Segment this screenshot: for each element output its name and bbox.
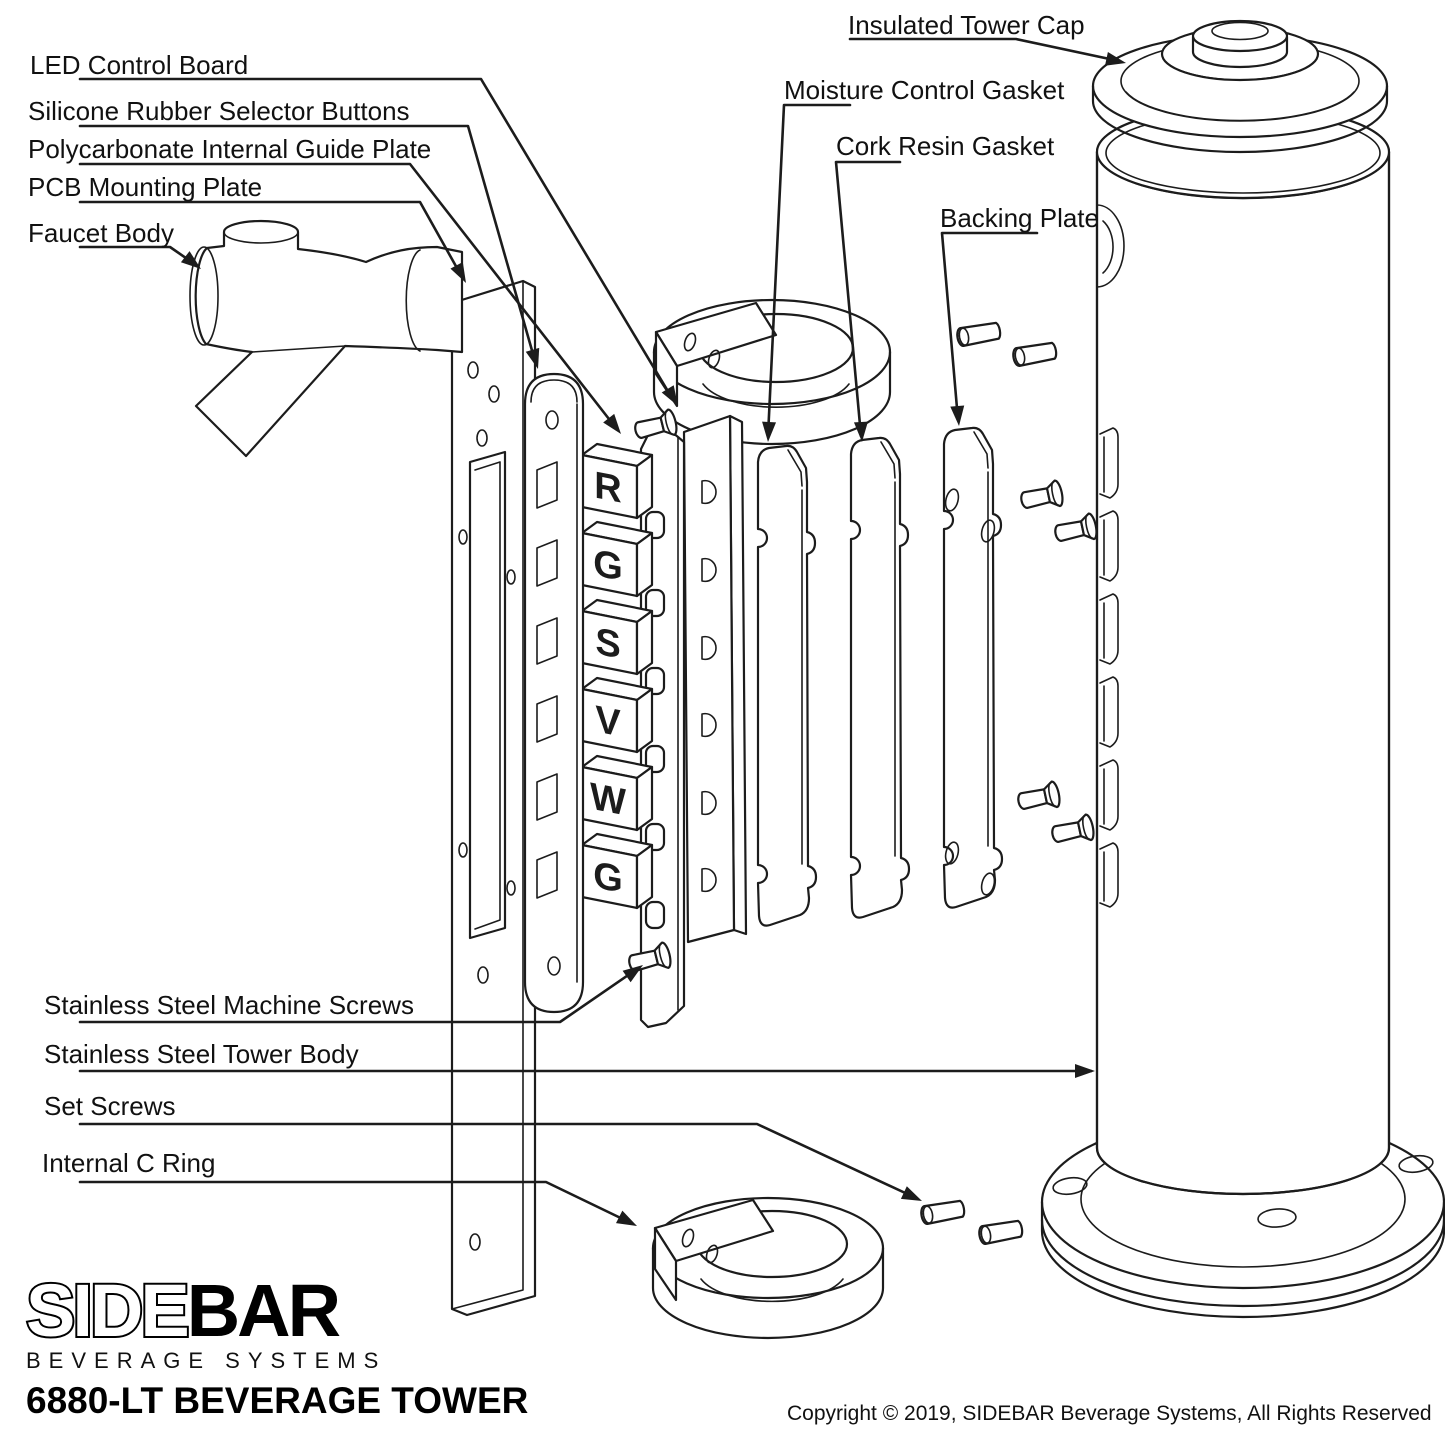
button-letter: G <box>593 853 623 901</box>
internal-c-ring-top-drawing <box>652 298 892 446</box>
copyright-notice: Copyright © 2019, SIDEBAR Beverage Syste… <box>787 1402 1432 1425</box>
button-letter: G <box>593 541 623 589</box>
label-backing-plate: Backing Plate <box>940 203 1099 233</box>
silicone-rubber-selector-buttons-drawing <box>523 372 585 1014</box>
logo-bar-text: BAR <box>186 1269 341 1352</box>
label-moisture-control-gasket: Moisture Control Gasket <box>784 75 1065 105</box>
selector-button: G <box>580 520 654 598</box>
set-screw <box>976 1218 1025 1246</box>
label-tower-body: Stainless Steel Tower Body <box>44 1039 359 1069</box>
sidebar-logo: SIDEBAR <box>24 1272 528 1350</box>
label-guide-plate: Polycarbonate Internal Guide Plate <box>28 134 432 164</box>
label-faucet-body: Faucet Body <box>28 218 174 248</box>
label-insulated-tower-cap: Insulated Tower Cap <box>848 10 1085 40</box>
set-screw <box>954 320 1003 348</box>
selector-button: G <box>580 832 654 910</box>
label-machine-screws: Stainless Steel Machine Screws <box>44 990 414 1020</box>
pcb-mounting-plate-drawing <box>450 279 537 1317</box>
button-letter: W <box>590 775 627 825</box>
backing-plate-drawing <box>942 426 1004 909</box>
label-set-screws: Set Screws <box>44 1091 176 1121</box>
led-control-board-drawing <box>682 414 748 944</box>
brand-block: SIDEBAR BEVERAGE SYSTEMS 6880-LT BEVERAG… <box>24 1272 529 1422</box>
machine-screw <box>1048 812 1097 849</box>
leader-lines <box>78 37 1128 1233</box>
selector-button: V <box>580 676 654 754</box>
insulated-tower-cap-drawing <box>1091 19 1389 154</box>
stainless-steel-tower-body-drawing <box>1095 104 1391 1196</box>
machine-screw <box>1014 779 1063 816</box>
label-pcb-mounting-plate: PCB Mounting Plate <box>28 172 263 202</box>
machine-screw <box>1051 511 1100 548</box>
label-cork-resin-gasket: Cork Resin Gasket <box>836 131 1055 161</box>
label-silicone-buttons: Silicone Rubber Selector Buttons <box>28 96 410 126</box>
selector-button: W <box>580 754 654 832</box>
button-letter: R <box>594 464 621 512</box>
button-letter: V <box>595 698 621 746</box>
machine-screw <box>1017 478 1066 515</box>
product-title: 6880-LT BEVERAGE TOWER <box>26 1380 529 1421</box>
set-screw <box>918 1198 967 1226</box>
tower-button-slots <box>1099 427 1119 908</box>
moisture-control-gasket-drawing <box>756 444 818 927</box>
logo-side-text: SIDE <box>24 1269 192 1352</box>
set-screw <box>1010 340 1059 368</box>
button-letter: S <box>595 620 620 668</box>
cork-resin-gasket-drawing <box>849 436 911 919</box>
faucet-body-drawing <box>189 219 464 458</box>
selector-button: S <box>580 598 654 676</box>
internal-c-ring-bottom-drawing <box>651 1196 885 1340</box>
selector-button: R <box>580 442 654 520</box>
label-internal-c-ring: Internal C Ring <box>42 1148 216 1178</box>
logo-subtitle: BEVERAGE SYSTEMS <box>26 1348 387 1373</box>
label-led-control-board: LED Control Board <box>30 50 249 80</box>
